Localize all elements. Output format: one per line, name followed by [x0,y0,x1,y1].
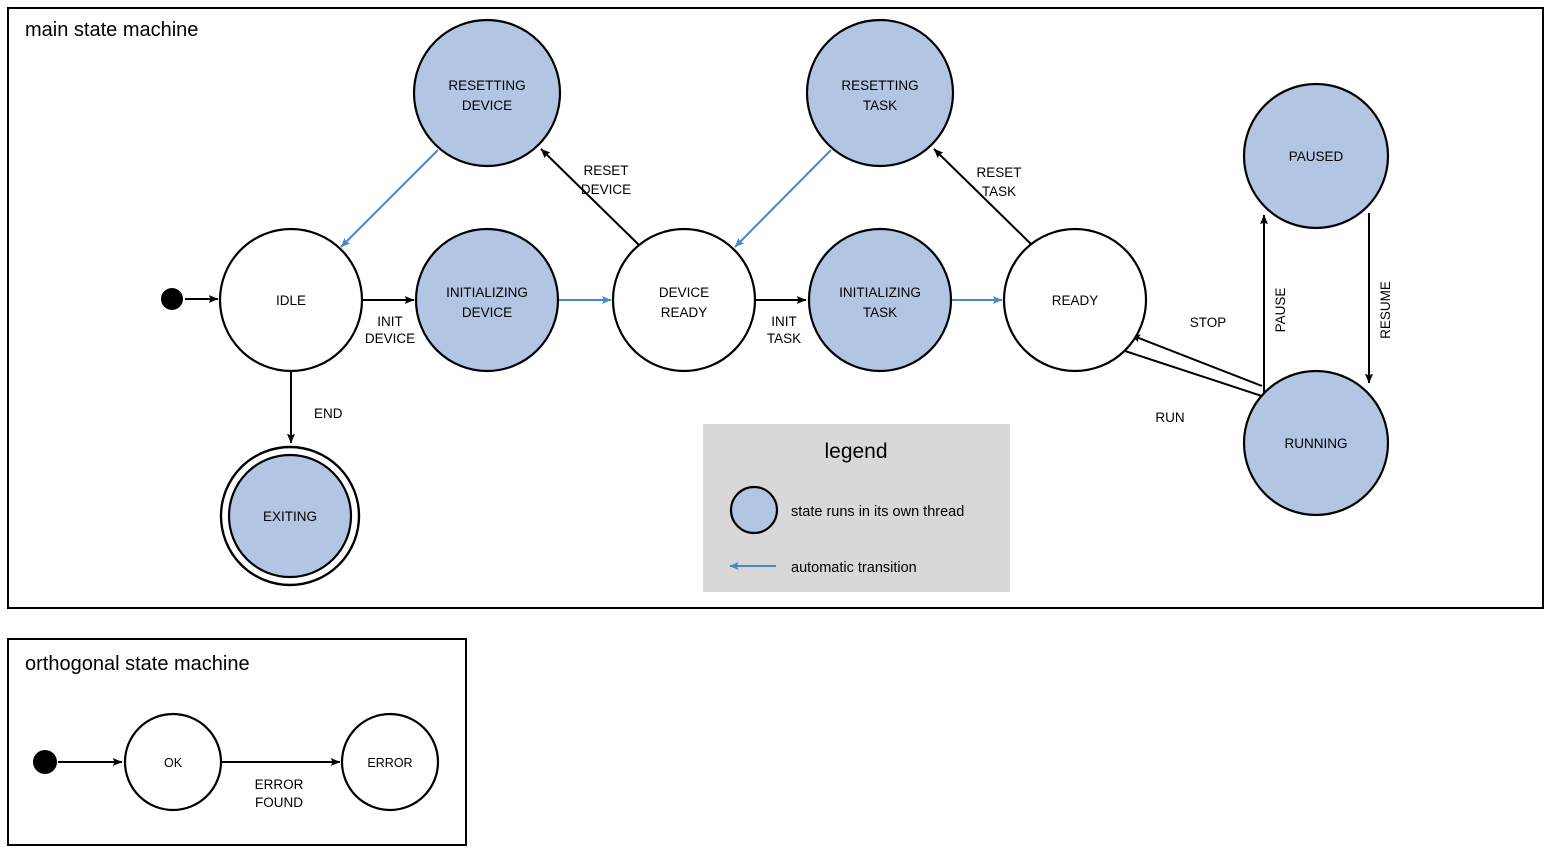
state-ok-label: OK [164,756,183,770]
state-resetting-device[interactable]: RESETTING DEVICE [412,18,562,168]
legend-item-auto-transition: automatic transition [729,560,917,576]
edge-label-reset-device-line2: DEVICE [581,182,631,197]
edge-label-reset-task-line1: RESET [976,165,1021,180]
edge-label-resume: RESUME [1378,281,1393,339]
state-initializing-device[interactable]: INITIALIZING DEVICE [414,227,560,373]
transition-ready-to-resetting-task: RESET TASK [933,148,1033,246]
state-resetting-task-label-line1: RESETTING [841,78,918,93]
state-idle[interactable]: IDLE [218,227,364,373]
state-initializing-task[interactable]: INITIALIZING TASK [807,227,953,373]
edge-label-init-task-line1: INIT [771,314,797,329]
edge-label-run: RUN [1155,410,1184,425]
edge-label-init-device-line1: INIT [377,314,403,329]
legend-thread-state-swatch [729,485,779,535]
transition-resetting-device-to-idle [340,149,439,248]
state-ready[interactable]: READY [1002,227,1148,373]
edge-label-error-found-line2: FOUND [255,795,303,810]
transition-device-ready-to-resetting-device: RESET DEVICE [540,148,640,246]
legend-title: legend [824,440,887,463]
transition-ready-to-running: RUN [1124,350,1272,425]
transition-running-to-paused: PAUSE [1260,214,1288,395]
edge-label-reset-task-line2: TASK [982,184,1016,199]
legend-thread-state-label: state runs in its own thread [791,504,964,520]
transition-running-to-ready: STOP [1130,315,1263,387]
state-idle-label: IDLE [276,293,306,308]
state-resetting-task[interactable]: RESETTING TASK [805,18,955,168]
state-initializing-device-label-line2: DEVICE [462,305,512,320]
edge-label-stop: STOP [1190,315,1227,330]
transition-device-ready-to-initializing-task: INIT TASK [756,296,807,346]
state-running-label: RUNNING [1285,436,1348,451]
transition-ok-to-error: ERROR FOUND [221,758,341,810]
edge-label-end: END [314,406,343,421]
edge-label-init-task-line2: TASK [767,331,801,346]
transition-idle-to-exiting: END [287,371,343,444]
state-resetting-device-label-line1: RESETTING [448,78,525,93]
orthogonal-start-node [33,750,57,774]
state-initializing-task-label-line1: INITIALIZING [839,285,921,300]
main-frame-title: main state machine [25,19,198,41]
orthogonal-frame-title: orthogonal state machine [25,653,250,675]
legend-auto-transition-label: automatic transition [791,560,917,576]
state-device-ready[interactable]: DEVICE READY [611,227,757,373]
state-running[interactable]: RUNNING [1242,369,1390,517]
edge-label-error-found-line1: ERROR [255,777,304,792]
state-exiting-label: EXITING [263,509,317,524]
legend: legend state runs in its own thread auto… [703,424,1010,592]
state-paused-label: PAUSED [1289,149,1344,164]
state-initializing-task-label-line2: TASK [863,305,897,320]
edge-label-init-device-line2: DEVICE [365,331,415,346]
state-device-ready-label-line2: READY [661,305,708,320]
transition-resetting-task-to-device-ready [734,149,832,248]
edge-label-reset-device-line1: RESET [583,163,628,178]
legend-item-thread-state: state runs in its own thread [729,485,964,535]
state-exiting[interactable]: EXITING [219,445,361,587]
state-initializing-device-label-line1: INITIALIZING [446,285,528,300]
transition-idle-to-initializing-device: INIT DEVICE [362,296,415,346]
state-resetting-device-label-line2: DEVICE [462,98,512,113]
state-ok[interactable]: OK [123,712,223,812]
transition-paused-to-running: RESUME [1365,213,1393,384]
main-start-node [161,288,183,310]
edge-label-pause: PAUSE [1273,288,1288,333]
state-error-label: ERROR [367,756,412,770]
state-resetting-task-label-line2: TASK [863,98,897,113]
state-error[interactable]: ERROR [340,712,440,812]
state-device-ready-label-line1: DEVICE [659,285,709,300]
state-ready-label: READY [1052,293,1099,308]
state-paused[interactable]: PAUSED [1242,82,1390,230]
